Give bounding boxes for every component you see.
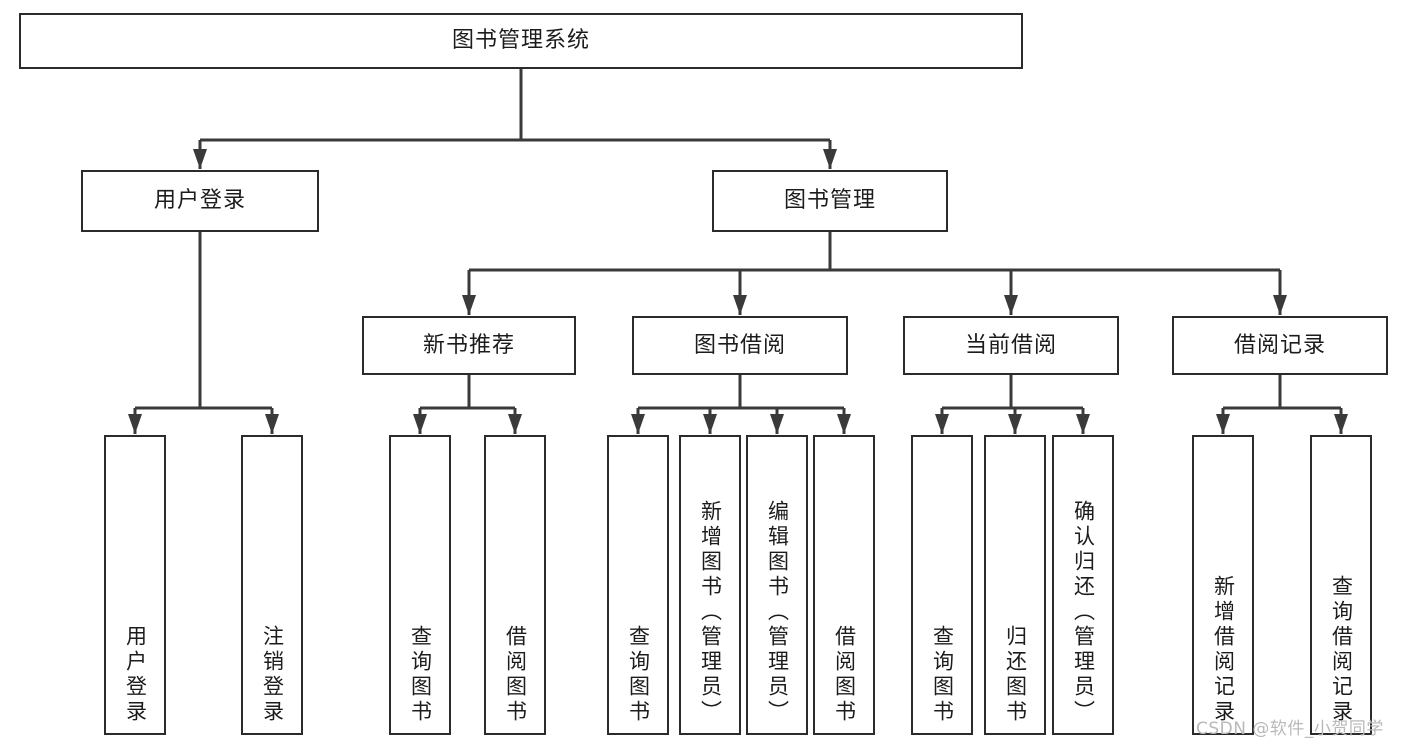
node-leaf-borrow-book-2[interactable]: 借阅图书 (813, 435, 875, 735)
node-label: 图书借阅 (693, 332, 786, 358)
node-borrow-record[interactable]: 借阅记录 (1172, 316, 1388, 375)
node-label: 借阅图书 (503, 625, 528, 725)
arrowhead-icon (935, 414, 949, 434)
arrowhead-icon (193, 149, 207, 169)
arrowhead-icon (733, 295, 747, 315)
arrowhead-icon (265, 414, 279, 434)
node-label: 新增图书（管理员） (698, 500, 723, 725)
node-leaf-add-book[interactable]: 新增图书（管理员） (679, 435, 741, 735)
arrowhead-icon (837, 414, 851, 434)
node-label: 当前借阅 (964, 332, 1057, 358)
arrowhead-icon (631, 414, 645, 434)
node-label: 确认归还（管理员） (1071, 500, 1096, 725)
node-label: 新书推荐 (422, 332, 515, 358)
node-label: 注销登录 (260, 625, 285, 725)
node-label: 查询图书 (626, 625, 651, 725)
watermark-text: CSDN @软件_小贺同学 (1196, 719, 1384, 739)
arrowhead-icon (703, 414, 717, 434)
node-leaf-add-record[interactable]: 新增借阅记录 (1192, 435, 1254, 735)
node-leaf-query-book-1[interactable]: 查询图书 (389, 435, 451, 735)
arrowhead-icon (1334, 414, 1348, 434)
node-label: 新增借阅记录 (1211, 575, 1236, 725)
arrowhead-icon (1273, 295, 1287, 315)
arrowhead-icon (1008, 414, 1022, 434)
node-label: 归还图书 (1003, 625, 1028, 725)
node-leaf-user-login[interactable]: 用户登录 (104, 435, 166, 735)
node-new-book-rec[interactable]: 新书推荐 (362, 316, 576, 375)
node-label: 查询图书 (408, 625, 433, 725)
node-label: 编辑图书（管理员） (765, 500, 790, 725)
node-label: 借阅记录 (1233, 332, 1326, 358)
arrowhead-icon (770, 414, 784, 434)
arrowhead-icon (1004, 295, 1018, 315)
arrowhead-icon (462, 295, 476, 315)
node-label: 用户登录 (153, 188, 246, 214)
node-root[interactable]: 图书管理系统 (19, 13, 1023, 69)
arrowhead-icon (823, 149, 837, 169)
node-book-borrow[interactable]: 图书借阅 (632, 316, 848, 375)
node-label: 图书管理 (783, 188, 876, 214)
node-label: 图书管理系统 (451, 28, 590, 54)
node-leaf-confirm-return[interactable]: 确认归还（管理员） (1052, 435, 1114, 735)
arrowhead-icon (508, 414, 522, 434)
arrowhead-icon (413, 414, 427, 434)
node-label: 查询借阅记录 (1329, 575, 1354, 725)
arrowhead-icon (128, 414, 142, 434)
node-leaf-query-record[interactable]: 查询借阅记录 (1310, 435, 1372, 735)
node-label: 查询图书 (930, 625, 955, 725)
node-label: 借阅图书 (832, 625, 857, 725)
node-leaf-query-book-3[interactable]: 查询图书 (911, 435, 973, 735)
node-leaf-return-book[interactable]: 归还图书 (984, 435, 1046, 735)
node-book-manage[interactable]: 图书管理 (712, 170, 948, 232)
arrowhead-icon (1076, 414, 1090, 434)
node-leaf-query-book-2[interactable]: 查询图书 (607, 435, 669, 735)
node-user-login[interactable]: 用户登录 (81, 170, 319, 232)
node-current-borrow[interactable]: 当前借阅 (903, 316, 1119, 375)
node-leaf-user-logout[interactable]: 注销登录 (241, 435, 303, 735)
arrowhead-icon (1216, 414, 1230, 434)
node-leaf-borrow-book-1[interactable]: 借阅图书 (484, 435, 546, 735)
node-label: 用户登录 (123, 625, 148, 725)
node-leaf-edit-book[interactable]: 编辑图书（管理员） (746, 435, 808, 735)
